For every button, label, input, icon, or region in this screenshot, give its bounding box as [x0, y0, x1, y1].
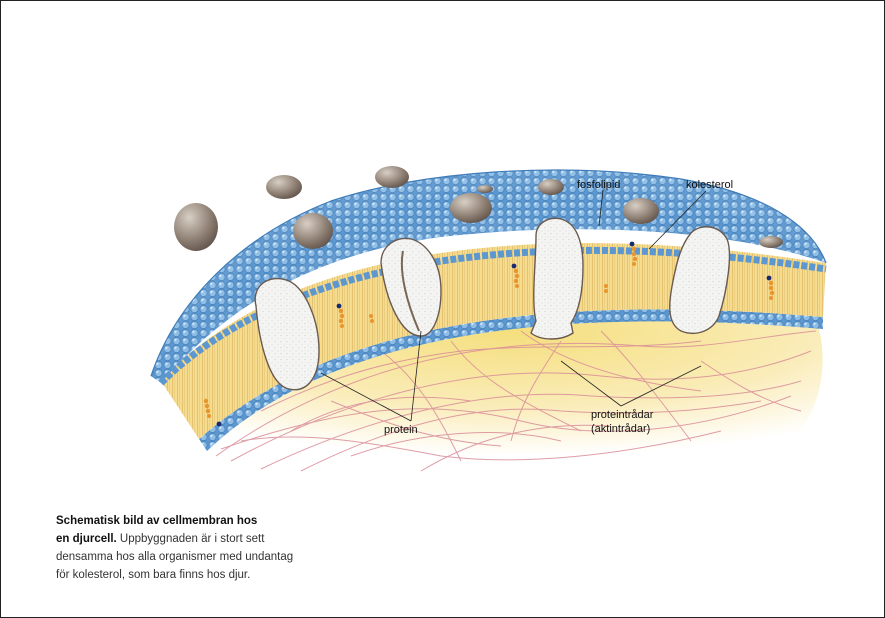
figure-caption: Schematisk bild av cellmembran hos en dj… — [56, 512, 376, 584]
caption-bold-line1: Schematisk bild av cellmembran hos — [56, 515, 258, 527]
cholesterol-molecules — [203, 241, 775, 427]
label-protein: protein — [384, 424, 418, 436]
transmembrane-proteins — [254, 217, 731, 391]
lipid-tails — [161, 243, 826, 439]
inner-leaflet-heads — [199, 309, 823, 451]
label-fosfolipid: fosfolipid — [577, 179, 621, 191]
caption-text-line2: Uppbyggnaden är i stort sett — [116, 533, 265, 545]
leader-lines — [320, 189, 707, 422]
surface-protein-bumps — [174, 166, 783, 251]
label-proteintradar: proteintrådar — [591, 409, 654, 421]
cytoplasm — [206, 316, 823, 471]
label-kolesterol: kolesterol — [686, 179, 734, 191]
label-aktintradar: (aktintrådar) — [591, 423, 651, 435]
caption-text-line4: för kolesterol, som bara finns hos djur. — [56, 569, 251, 581]
caption-text-line3: densamma hos alla organismer med undanta… — [56, 551, 294, 563]
caption-bold-line2: en djurcell. — [56, 533, 117, 545]
